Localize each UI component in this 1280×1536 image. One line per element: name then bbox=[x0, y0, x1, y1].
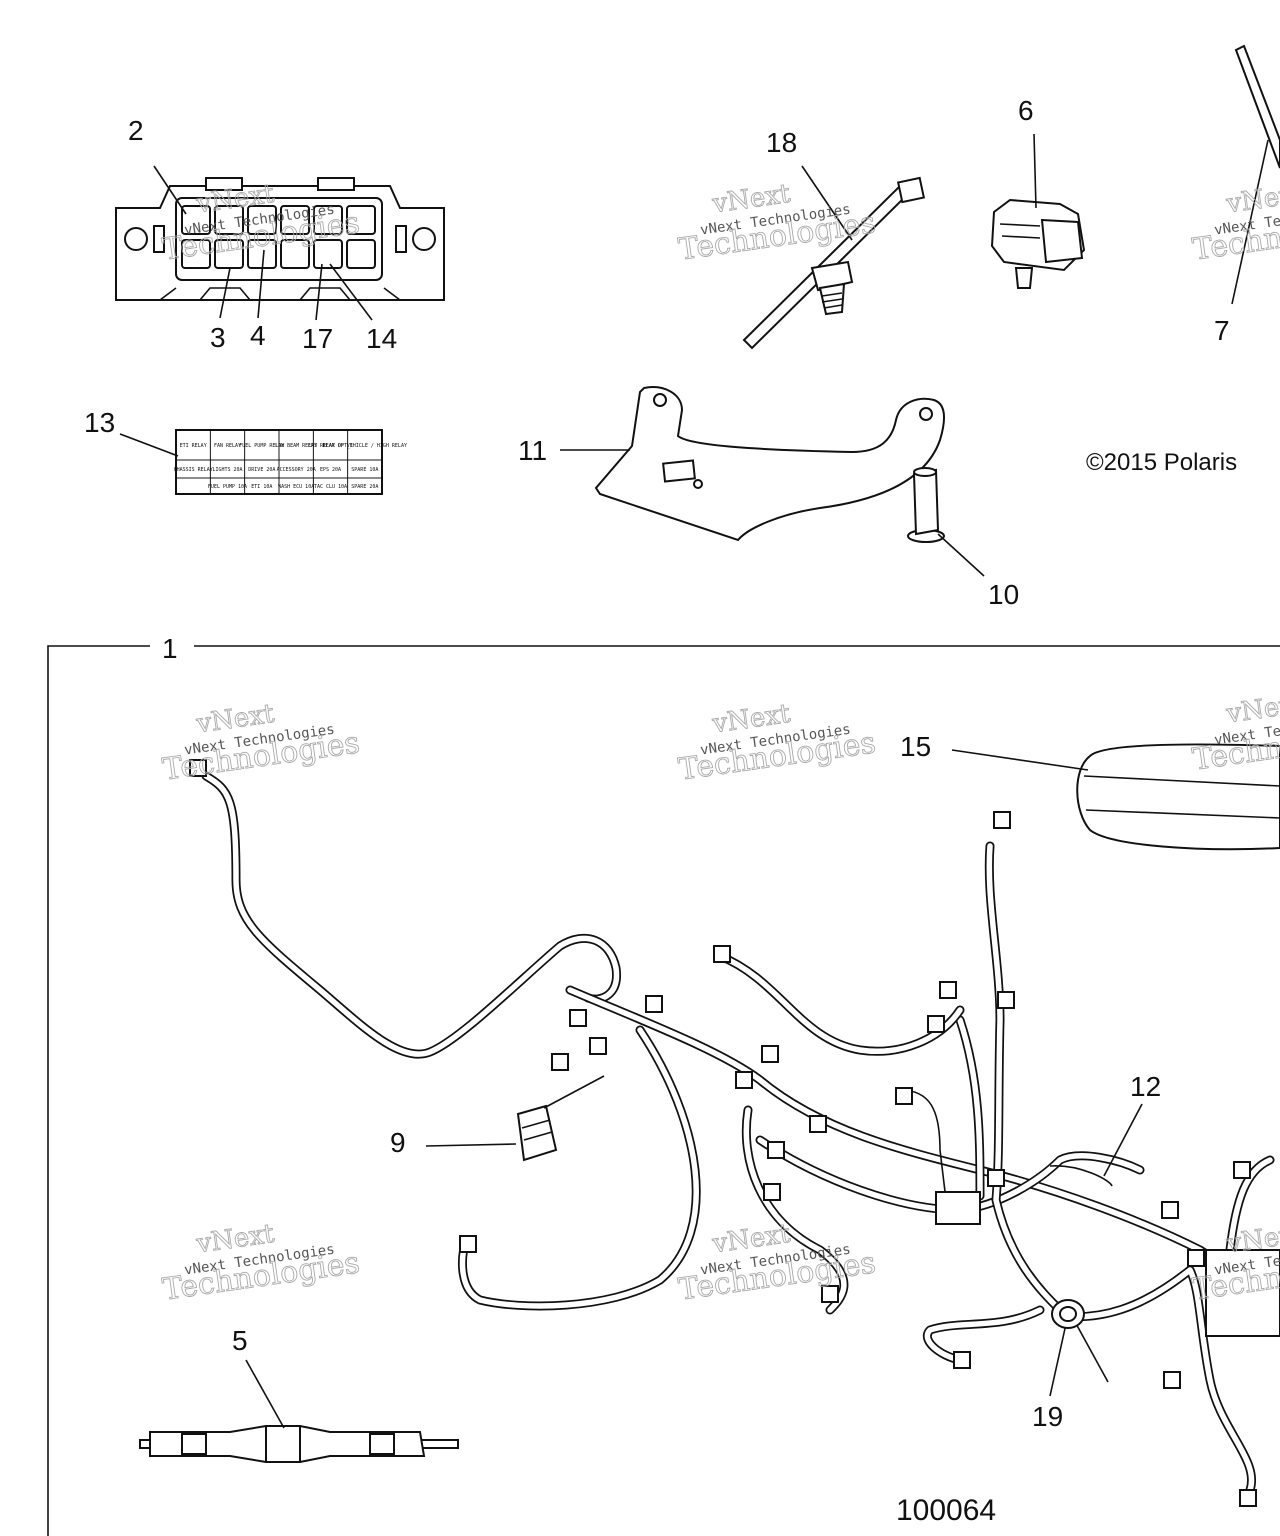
connector-clip bbox=[990, 198, 1086, 289]
figure-number: 100064 bbox=[896, 1494, 996, 1527]
harness-connector bbox=[459, 1235, 477, 1253]
fuse-box-mounted bbox=[1205, 1249, 1280, 1337]
callout-12: 12 bbox=[1130, 1071, 1161, 1102]
harness-connector bbox=[1233, 1161, 1251, 1179]
fuse-label-cell: FUEL PUMP 10A bbox=[208, 484, 247, 490]
relay-slot bbox=[181, 205, 211, 235]
harness-connector bbox=[953, 1351, 971, 1369]
junction-block bbox=[935, 1191, 981, 1225]
relay-slot bbox=[181, 239, 211, 269]
fuse-label-cell: ETI RELAY bbox=[180, 443, 207, 449]
fuse-label-cell: CHASSIS RELAY bbox=[174, 467, 213, 473]
callout-9: 9 bbox=[390, 1127, 406, 1158]
fuse-label-cell: WASH ECU 10A bbox=[278, 484, 314, 490]
fuse-label-cell: ETI 10A bbox=[251, 484, 272, 490]
mounting-bracket bbox=[594, 386, 945, 542]
callout-17: 17 bbox=[302, 323, 333, 354]
harness-connector bbox=[821, 1285, 839, 1303]
module-cover bbox=[1076, 743, 1280, 851]
callout-13: 13 bbox=[84, 407, 115, 438]
harness-connector bbox=[997, 991, 1015, 1009]
relay-slot bbox=[214, 205, 244, 235]
harness-connector bbox=[735, 1071, 753, 1089]
harness-connector bbox=[1187, 1249, 1205, 1267]
callout-4: 4 bbox=[250, 320, 266, 351]
harness-connector bbox=[1161, 1201, 1179, 1219]
fuse-label-cell: REAR OF VEHICLE / HIGH RELAY bbox=[323, 443, 407, 449]
callout-11: 11 bbox=[518, 435, 547, 466]
relay-slot bbox=[346, 239, 376, 269]
copyright-text: ©2015 Polaris bbox=[1086, 449, 1237, 476]
inline-fuse-holder bbox=[139, 1425, 459, 1463]
harness-connector-9 bbox=[516, 1104, 558, 1162]
fuse-label-cell: DRIVE 20A bbox=[248, 467, 275, 473]
main-wiring-harness bbox=[189, 759, 1280, 1507]
harness-connector bbox=[761, 1045, 779, 1063]
grommet-19 bbox=[1051, 1299, 1085, 1329]
fuse-label-cell: FUEL PUMP RELAY bbox=[239, 443, 284, 449]
fuse-label-cell: SPARE 20A bbox=[351, 484, 378, 490]
harness-connector bbox=[713, 945, 731, 963]
harness-connector bbox=[927, 1015, 945, 1033]
harness-connector bbox=[645, 995, 663, 1013]
harness-connector bbox=[1163, 1371, 1181, 1389]
callout-14: 14 bbox=[366, 323, 397, 354]
callout-16: 18 bbox=[766, 127, 797, 158]
push-pin bbox=[907, 467, 945, 543]
fuse-label-cell: EPS 20A bbox=[320, 467, 341, 473]
relay-slot bbox=[247, 205, 277, 235]
harness-connector bbox=[1239, 1489, 1257, 1507]
fuse-relay-box bbox=[115, 177, 445, 301]
callout-15: 15 bbox=[900, 731, 931, 762]
relay-slot bbox=[313, 205, 343, 235]
harness-connector bbox=[551, 1053, 569, 1071]
fuse-label-cell: EPS RELAY OPT_1 bbox=[308, 443, 353, 449]
harness-connector bbox=[809, 1115, 827, 1133]
callout-18: 19 bbox=[1032, 1401, 1063, 1432]
callout-10: 10 bbox=[988, 579, 1019, 610]
callout-5: 5 bbox=[232, 1325, 248, 1356]
callout-2: 2 bbox=[128, 115, 144, 146]
harness-connector bbox=[189, 759, 207, 777]
callout-3: 3 bbox=[210, 322, 226, 353]
relay-slot bbox=[346, 205, 376, 235]
fuse-label-cell: ACCESSORY 20A bbox=[277, 467, 316, 473]
relay-slot bbox=[280, 205, 310, 235]
harness-connector bbox=[589, 1037, 607, 1055]
fuse-label-cell: FAN RELAY bbox=[214, 443, 241, 449]
callout-7: 7 bbox=[1214, 315, 1230, 346]
fuse-label-cell: TAC CLU 10A bbox=[314, 484, 347, 490]
relay-slot bbox=[214, 239, 244, 269]
harness-connector bbox=[993, 811, 1011, 829]
relay-slot bbox=[313, 239, 343, 269]
fuse-label-cell: SPARE 10A bbox=[351, 467, 378, 473]
fuse-label-cell: LIGHTS 20A bbox=[212, 467, 242, 473]
strip-part bbox=[1234, 44, 1280, 169]
fuse-label-cell: LOW BEAM RELAY bbox=[275, 443, 317, 449]
harness-connector bbox=[767, 1141, 785, 1159]
harness-connector bbox=[895, 1087, 913, 1105]
cable-tie bbox=[742, 176, 926, 350]
harness-connector bbox=[987, 1169, 1005, 1187]
harness-connector bbox=[939, 981, 957, 999]
harness-connector bbox=[569, 1009, 587, 1027]
callout-1: 1 bbox=[162, 633, 178, 664]
harness-connector bbox=[763, 1183, 781, 1201]
callout-6: 6 bbox=[1018, 95, 1034, 126]
relay-slot bbox=[280, 239, 310, 269]
